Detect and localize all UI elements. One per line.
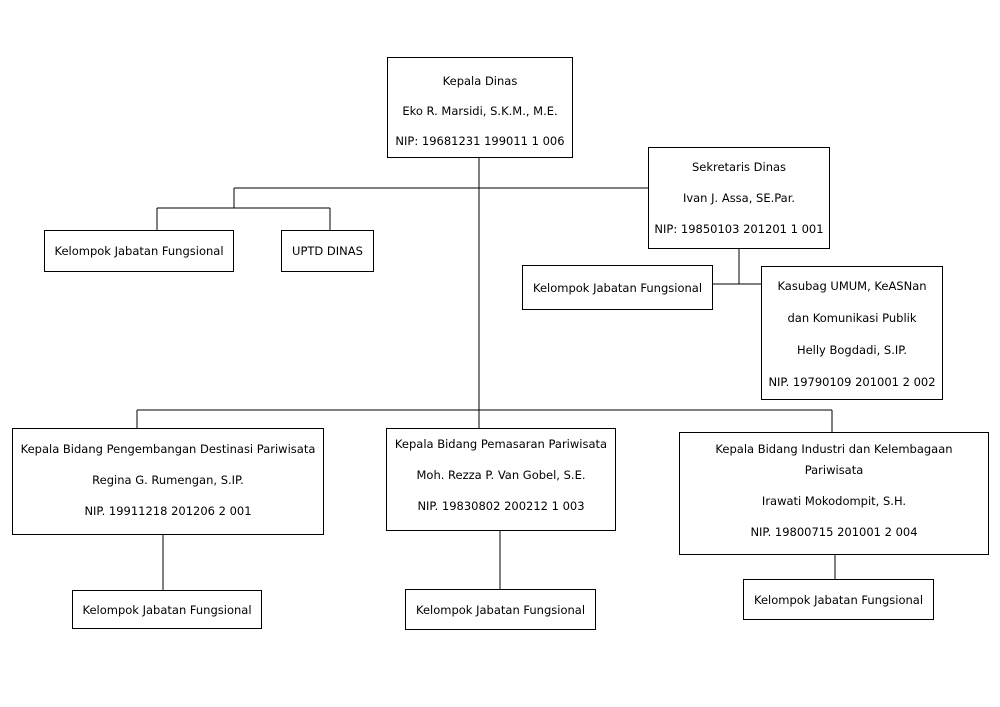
sekretaris-title: Sekretaris Dinas	[691, 160, 787, 174]
kelompok-destinasi-box: Kelompok Jabatan Fungsional	[72, 590, 262, 629]
bidang-pemasaran-box: Kepala Bidang Pemasaran Pariwisata Moh. …	[386, 428, 616, 531]
bidang-pemasaran-nip: NIP. 19830802 200212 1 003	[417, 499, 585, 513]
sekretaris-name: Ivan J. Assa, SE.Par.	[682, 191, 796, 205]
kelompok-left-box: Kelompok Jabatan Fungsional	[44, 230, 234, 272]
sekretaris-box: Sekretaris Dinas Ivan J. Assa, SE.Par. N…	[648, 147, 830, 249]
kelompok-industri-label: Kelompok Jabatan Fungsional	[753, 592, 924, 607]
kelompok-destinasi-label: Kelompok Jabatan Fungsional	[82, 602, 252, 617]
bidang-industri-title-line2: Pariwisata	[804, 463, 864, 477]
kelompok-sekretaris-box: Kelompok Jabatan Fungsional	[522, 265, 713, 310]
kasubag-name: Helly Bogdadi, S.IP.	[796, 343, 908, 357]
kepala-dinas-name: Eko R. Marsidi, S.K.M., M.E.	[402, 104, 558, 118]
bidang-industri-title-line1: Kepala Bidang Industri dan Kelembagaan	[715, 442, 953, 456]
bidang-destinasi-title: Kepala Bidang Pengembangan Destinasi Par…	[20, 442, 316, 456]
kelompok-industri-box: Kelompok Jabatan Fungsional	[743, 579, 934, 620]
kepala-dinas-nip: NIP: 19681231 199011 1 006	[395, 134, 565, 148]
bidang-pemasaran-title: Kepala Bidang Pemasaran Pariwisata	[394, 437, 608, 451]
kelompok-left-label: Kelompok Jabatan Fungsional	[54, 244, 224, 258]
kasubag-line1: Kasubag UMUM, KeASNan	[777, 279, 927, 293]
bidang-destinasi-box: Kepala Bidang Pengembangan Destinasi Par…	[12, 428, 324, 535]
kasubag-line2: dan Komunikasi Publik	[787, 311, 917, 325]
bidang-industri-box: Kepala Bidang Industri dan Kelembagaan P…	[679, 432, 989, 555]
kelompok-pemasaran-label: Kelompok Jabatan Fungsional	[415, 602, 586, 617]
kepala-dinas-title: Kepala Dinas	[442, 74, 518, 88]
bidang-pemasaran-name: Moh. Rezza P. Van Gobel, S.E.	[416, 468, 586, 482]
bidang-destinasi-name: Regina G. Rumengan, S.IP.	[92, 473, 244, 487]
kepala-dinas-box: Kepala Dinas Eko R. Marsidi, S.K.M., M.E…	[387, 57, 573, 158]
sekretaris-nip: NIP: 19850103 201201 1 001	[654, 222, 824, 236]
uptd-box: UPTD DINAS	[281, 230, 374, 272]
kelompok-sekretaris-label: Kelompok Jabatan Fungsional	[532, 280, 703, 295]
uptd-label: UPTD DINAS	[292, 244, 363, 258]
bidang-destinasi-nip: NIP. 19911218 201206 2 001	[84, 504, 252, 518]
kasubag-box: Kasubag UMUM, KeASNan dan Komunikasi Pub…	[761, 266, 943, 400]
bidang-industri-nip: NIP. 19800715 201001 2 004	[750, 525, 918, 539]
kasubag-nip: NIP. 19790109 201001 2 002	[768, 375, 936, 389]
kelompok-pemasaran-box: Kelompok Jabatan Fungsional	[405, 589, 596, 630]
bidang-industri-name: Irawati Mokodompit, S.H.	[761, 494, 907, 508]
